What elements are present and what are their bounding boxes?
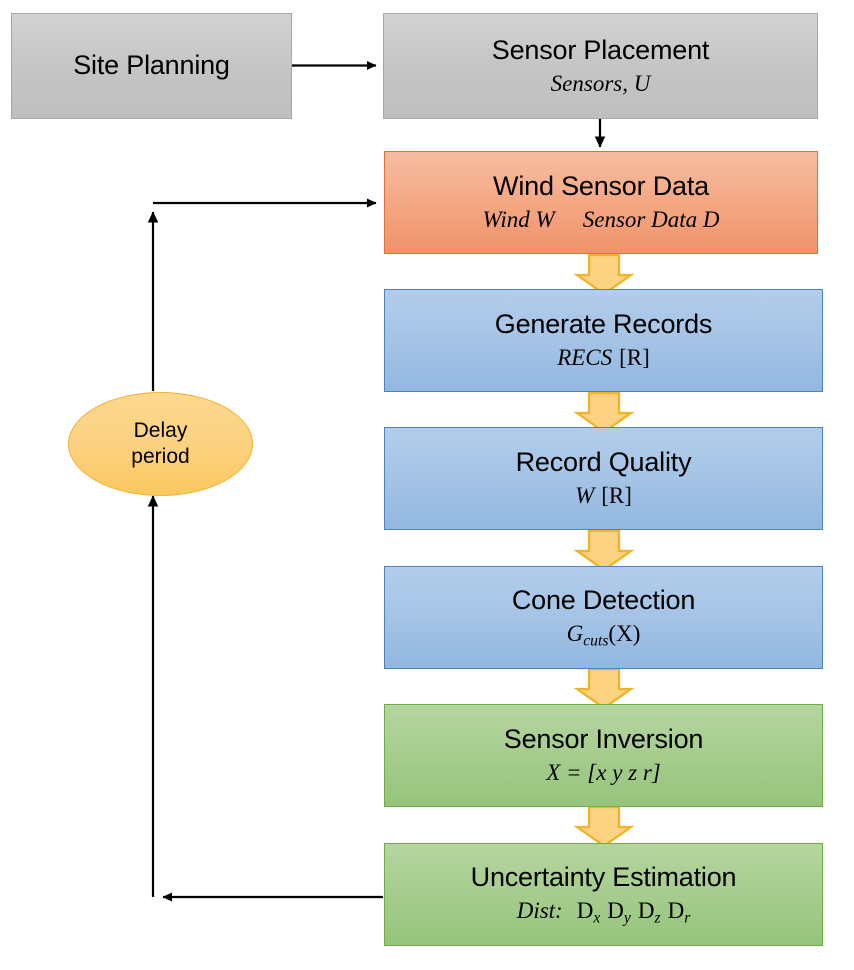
uncertainty-term: Dr (667, 897, 691, 927)
delay-period-text: Delay period (131, 418, 189, 469)
node-site-planning-title: Site Planning (73, 50, 230, 81)
node-wind-sensor-data-subtitle: Wind W Sensor Data D (483, 207, 720, 232)
record-quality-sub-var: W (575, 483, 595, 509)
generate-records-sub-arg: [R] (619, 345, 650, 371)
node-record-quality-subtitle: W[R] (575, 483, 632, 508)
node-sensor-inversion[interactable]: Sensor Inversion X = [x y z r] (384, 704, 823, 807)
uncertainty-sub-label: Dist: (516, 897, 563, 923)
wind-sensor-data-sub-left: Wind W (482, 207, 555, 233)
uncertainty-term-subscript: y (623, 909, 631, 927)
node-cone-detection-title: Cone Detection (511, 584, 696, 615)
uncertainty-term-subscript: x (593, 909, 601, 927)
node-generate-records[interactable]: Generate Records RECS[R] (384, 289, 823, 392)
record-quality-sub-arg: [R] (601, 483, 632, 509)
node-sensor-placement[interactable]: Sensor Placement Sensors, U (383, 13, 818, 119)
cone-detection-sub-arg: (X) (608, 620, 641, 646)
delay-period-line2: period (131, 445, 190, 468)
node-wind-sensor-data-title: Wind Sensor Data (493, 171, 709, 202)
connector-uncertainty-estimation-to-delay-period (147, 495, 383, 902)
wind-sensor-data-sub-right: Sensor Data D (582, 207, 720, 233)
uncertainty-term: Dy (607, 897, 631, 927)
node-uncertainty-estimation-title: Uncertainty Estimation (470, 861, 737, 892)
node-generate-records-title: Generate Records (494, 309, 713, 340)
node-cone-detection[interactable]: Cone Detection Gcuts(X) (384, 566, 823, 669)
cone-detection-sub-var: G (566, 620, 584, 646)
uncertainty-term-base: D (607, 897, 624, 923)
uncertainty-term: Dx (576, 897, 601, 927)
block-arrow-record-quality-to-cone-detection (573, 529, 635, 572)
uncertainty-term: Dz (637, 897, 661, 927)
node-sensor-inversion-subtitle: X = [x y z r] (546, 760, 661, 786)
node-sensor-placement-subtitle: Sensors, U (550, 70, 651, 96)
node-wind-sensor-data[interactable]: Wind Sensor Data Wind W Sensor Data D (384, 151, 818, 254)
node-sensor-placement-title: Sensor Placement (491, 34, 710, 65)
node-generate-records-subtitle: RECS[R] (557, 345, 650, 370)
uncertainty-term-base: D (637, 897, 655, 923)
delay-period-line1: Delay (133, 419, 188, 443)
block-arrow-sensor-inversion-to-uncertainty-estimation (573, 805, 635, 848)
node-site-planning[interactable]: Site Planning (11, 13, 292, 119)
block-arrow-cone-detection-to-sensor-inversion (573, 667, 635, 710)
connector-delay-period-to-wind-sensor-data (147, 198, 377, 391)
node-cone-detection-subtitle: Gcuts(X) (567, 621, 641, 650)
uncertainty-term-base: D (576, 897, 594, 923)
uncertainty-term-subscript: z (654, 909, 661, 927)
node-record-quality-title: Record Quality (515, 447, 692, 478)
uncertainty-term-subscript: r (684, 909, 691, 927)
node-sensor-inversion-title: Sensor Inversion (503, 724, 704, 755)
uncertainty-term-base: D (667, 897, 685, 923)
generate-records-sub-var: RECS (557, 345, 613, 371)
cone-detection-sub-subscript: cuts (583, 632, 609, 650)
node-record-quality[interactable]: Record Quality W[R] (384, 427, 823, 530)
node-delay-period[interactable]: Delay period (68, 392, 253, 496)
